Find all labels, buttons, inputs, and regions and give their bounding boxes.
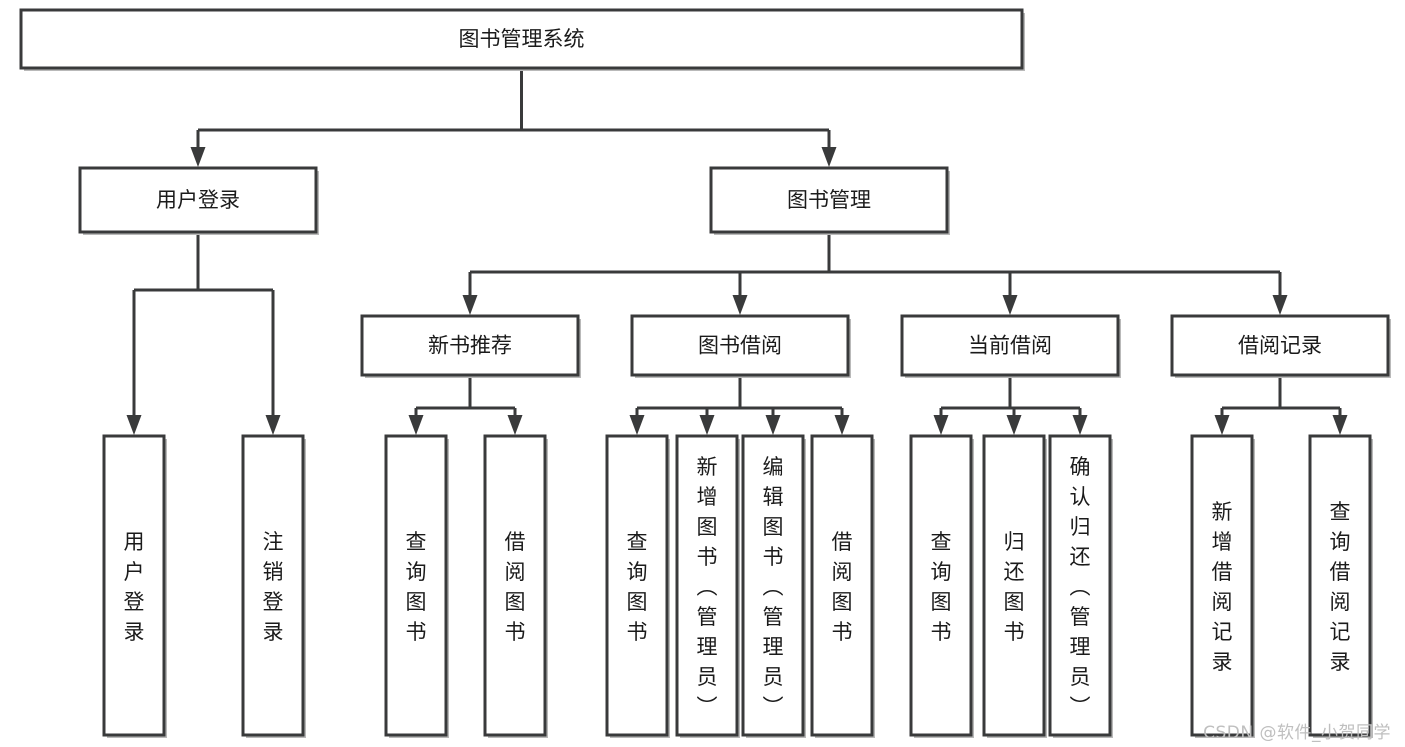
node-l4-cur-return[interactable]: 归还图书 [982,434,1047,738]
node-rect[interactable] [384,434,448,737]
arrow-head-icon [265,415,281,435]
node-l4-bor-lend[interactable]: 借阅图书 [810,434,875,738]
arrow-head-icon [1214,415,1230,435]
node-rect[interactable] [1190,434,1254,737]
arrow-head-icon [190,147,206,167]
node-rect[interactable] [605,434,669,737]
node-label: 查询图书 [931,530,952,644]
node-l3-borrow[interactable]: 图书借阅 [630,314,851,378]
connector-group-l3-current [933,375,1088,435]
arrow-head-icon [732,295,748,315]
node-l4-new-query[interactable]: 查询图书 [384,434,449,738]
node-rect[interactable] [1170,314,1390,377]
nodes-layer: 图书管理系统用户登录图书管理新书推荐图书借阅当前借阅借阅记录用户登录注销登录查询… [19,8,1391,738]
node-label: 查询图书 [406,530,427,644]
node-label: 用户登录 [156,188,240,212]
node-l4-rec-query[interactable]: 查询借阅记录 [1308,434,1373,738]
node-rect[interactable] [78,166,318,234]
node-rect[interactable] [900,314,1120,377]
arrow-head-icon [821,147,837,167]
node-l4-bor-edit[interactable]: 编辑图书︵管理员︶ [741,434,806,738]
node-l3-record[interactable]: 借阅记录 [1170,314,1391,378]
node-label: 图书借阅 [698,334,782,358]
node-l4-cur-query[interactable]: 查询图书 [909,434,974,738]
arrow-head-icon [126,415,142,435]
node-label: 归还图书 [1004,530,1025,644]
node-rect[interactable] [483,434,547,737]
node-label: 用户登录 [124,530,145,644]
node-label: 当前借阅 [968,334,1052,358]
node-label: 新书推荐 [428,334,512,358]
node-label: 借阅图书 [505,530,526,644]
node-l4-bor-query[interactable]: 查询图书 [605,434,670,738]
node-rect[interactable] [630,314,850,377]
node-l3-new[interactable]: 新书推荐 [360,314,581,378]
arrow-head-icon [933,415,949,435]
node-label: 新增借阅记录 [1212,500,1233,674]
arrow-head-icon [1072,415,1088,435]
node-rect[interactable] [810,434,874,737]
node-rect[interactable] [909,434,973,737]
node-l4-cur-confirm[interactable]: 确认归还︵管理员︶ [1048,434,1113,738]
connector-group-root [190,68,837,167]
arrow-head-icon [765,415,781,435]
node-label: 图书管理系统 [459,27,585,51]
node-rect[interactable] [19,8,1024,70]
node-label: 查询图书 [627,530,648,644]
arrow-head-icon [1332,415,1348,435]
node-label: 编辑图书︵管理员︶ [763,455,784,719]
node-l3-current[interactable]: 当前借阅 [900,314,1121,378]
node-l4-rec-add[interactable]: 新增借阅记录 [1190,434,1255,738]
node-l4-user-login[interactable]: 用户登录 [102,434,167,738]
node-label: 新增图书︵管理员︶ [697,455,718,719]
node-label: 确认归还︵管理员︶ [1070,455,1091,719]
node-rect[interactable] [102,434,166,737]
node-rect[interactable] [1048,434,1112,737]
connector-group-l3-record [1214,375,1348,435]
arrow-head-icon [699,415,715,435]
node-l4-new-borrow[interactable]: 借阅图书 [483,434,548,738]
arrow-head-icon [408,415,424,435]
node-l4-user-logout[interactable]: 注销登录 [241,434,306,738]
arrow-head-icon [1272,295,1288,315]
arrow-head-icon [462,295,478,315]
node-rect[interactable] [675,434,739,737]
node-l2-user[interactable]: 用户登录 [78,166,319,235]
node-label: 注销登录 [263,530,284,644]
node-rect[interactable] [741,434,805,737]
node-rect[interactable] [709,166,949,234]
node-rect[interactable] [1308,434,1372,737]
node-label: 借阅图书 [832,530,853,644]
connector-group-l3-borrow [629,375,850,435]
node-rect[interactable] [241,434,305,737]
connector-group-l2-book [462,232,1288,315]
node-root[interactable]: 图书管理系统 [19,8,1025,71]
node-label: 图书管理 [787,188,871,212]
connector-group-l3-new [408,375,523,435]
edges-layer [126,68,1348,435]
arrow-head-icon [1006,415,1022,435]
node-rect[interactable] [360,314,580,377]
node-label: 查询借阅记录 [1330,500,1351,674]
arrow-head-icon [629,415,645,435]
arrow-head-icon [507,415,523,435]
node-rect[interactable] [982,434,1046,737]
node-label: 借阅记录 [1238,334,1322,358]
node-l2-book[interactable]: 图书管理 [709,166,950,235]
connector-group-l2-user [126,232,281,435]
node-l4-bor-add[interactable]: 新增图书︵管理员︶ [675,434,740,738]
arrow-head-icon [834,415,850,435]
arrow-head-icon [1002,295,1018,315]
